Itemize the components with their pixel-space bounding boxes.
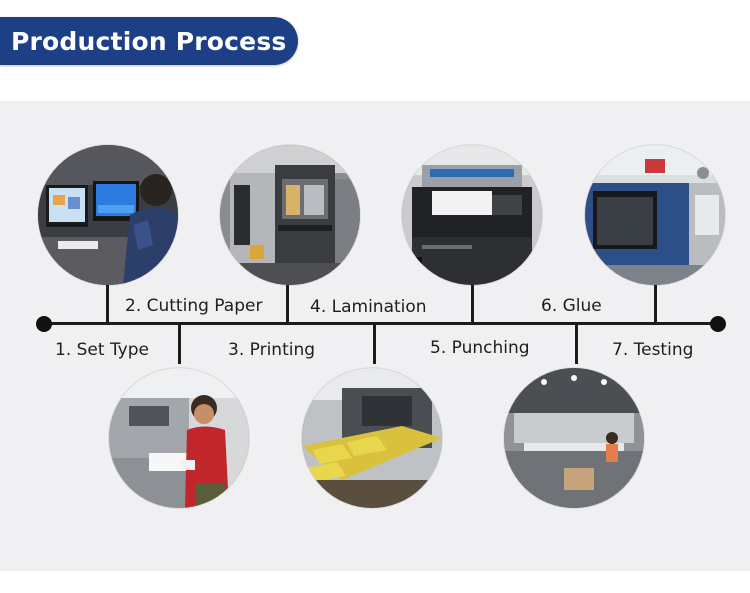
tick-step-4 (286, 285, 289, 325)
photo-printing (302, 368, 442, 508)
computer-workstation-icon (38, 145, 178, 285)
laminating-machine-icon (220, 145, 360, 285)
step-label-1: 1. Set Type (55, 340, 149, 360)
gluing-machine-icon (585, 145, 725, 285)
step-label-3: 3. Printing (228, 340, 316, 360)
step-label-2: 2. Cutting Paper (125, 296, 263, 316)
photo-glue (585, 145, 725, 285)
tick-step-6 (654, 285, 657, 325)
step-label-7: 7. Testing (612, 340, 694, 360)
timeline-start-dot (36, 316, 52, 332)
tick-step-7-connector (575, 322, 578, 364)
photo-lamination (220, 145, 360, 285)
tick-step-2 (106, 285, 109, 325)
photo-punching-top (402, 145, 542, 285)
page-title: Production Process (11, 27, 287, 56)
tick-step-3-connector (178, 322, 181, 364)
photo-set-type (38, 145, 178, 285)
timeline-end-dot (710, 316, 726, 332)
tick-step-3 (373, 322, 376, 364)
step-label-5: 5. Punching (430, 338, 530, 358)
step-label-4: 4. Lamination (310, 297, 427, 317)
die-cutting-machine-icon (402, 145, 542, 285)
photo-testing (504, 368, 644, 508)
timeline-line (44, 322, 719, 325)
paper-cutting-machine-icon (109, 368, 249, 508)
printing-press-icon (302, 368, 442, 508)
factory-floor-icon (504, 368, 644, 508)
tick-step-5-connector (471, 285, 474, 325)
photo-cutting-paper (109, 368, 249, 508)
step-label-6: 6. Glue (541, 296, 602, 316)
title-banner: Production Process (0, 17, 298, 65)
